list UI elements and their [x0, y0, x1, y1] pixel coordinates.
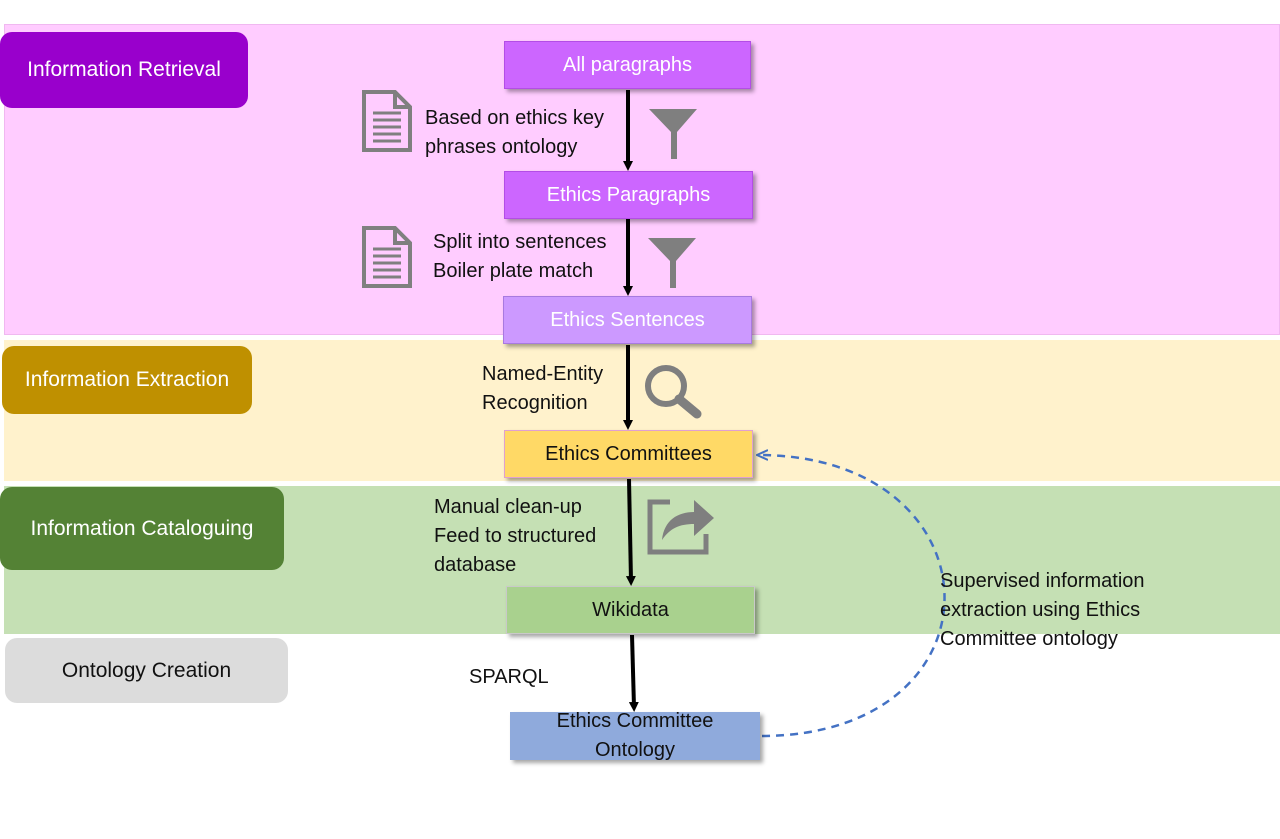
step-cleanup-line1: Manual clean-up	[434, 496, 582, 518]
feedback-dashed-arrow	[758, 455, 946, 738]
node-ethics-committee-ontology: Ethics Committee Ontology	[510, 710, 760, 761]
step-cleanup: Manual clean-up Feed to structured datab…	[434, 493, 596, 580]
arrow-committees-to-wikidata	[625, 478, 636, 586]
node-ontology-line1: Ethics Committee	[556, 710, 714, 732]
step-keyphrase-line1: Based on ethics key	[425, 107, 604, 129]
document-icon	[362, 90, 412, 152]
feedback-line3: Committee ontology	[940, 628, 1118, 650]
stage-information-extraction: Information Extraction	[2, 346, 252, 414]
step-ner-line1: Named-Entity	[482, 363, 604, 385]
step-sparql: SPARQL	[469, 666, 549, 688]
node-ethics-paragraphs: Ethics Paragraphs	[504, 171, 753, 219]
step-split-line2: Boiler plate match	[433, 260, 594, 282]
node-wikidata: Wikidata	[506, 586, 755, 634]
stage-information-cataloguing: Information Cataloguing	[0, 487, 284, 570]
step-ner: Named-Entity Recognition	[482, 360, 603, 418]
step-sentence-split: Split into sentences Boiler plate match	[433, 228, 606, 286]
step-cleanup-line3: database	[434, 554, 517, 576]
node-all-paragraphs: All paragraphs	[504, 41, 751, 89]
feedback-line2: extraction using Ethics	[940, 599, 1141, 621]
arrow-wikidata-to-ontology	[628, 634, 639, 712]
magnifier-icon	[645, 365, 702, 419]
node-ontology-line2: Ontology	[594, 739, 676, 761]
step-ner-line2: Recognition	[482, 392, 588, 414]
filter-icon	[649, 109, 697, 159]
feedback-label: Supervised information extraction using …	[940, 567, 1145, 654]
stage-information-retrieval: Information Retrieval	[0, 32, 248, 108]
node-ethics-sentences: Ethics Sentences	[503, 296, 752, 344]
step-keyphrase-filter: Based on ethics key phrases ontology	[425, 104, 604, 162]
filter-icon	[648, 238, 696, 288]
step-split-line1: Split into sentences	[433, 231, 607, 253]
document-icon	[362, 226, 412, 288]
stage-ontology-creation: Ontology Creation	[5, 638, 288, 703]
step-keyphrase-line2: phrases ontology	[425, 136, 578, 158]
share-icon	[647, 499, 714, 555]
feedback-line1: Supervised information	[940, 570, 1145, 592]
step-cleanup-line2: Feed to structured	[434, 525, 597, 547]
node-ethics-committees: Ethics Committees	[504, 430, 753, 478]
